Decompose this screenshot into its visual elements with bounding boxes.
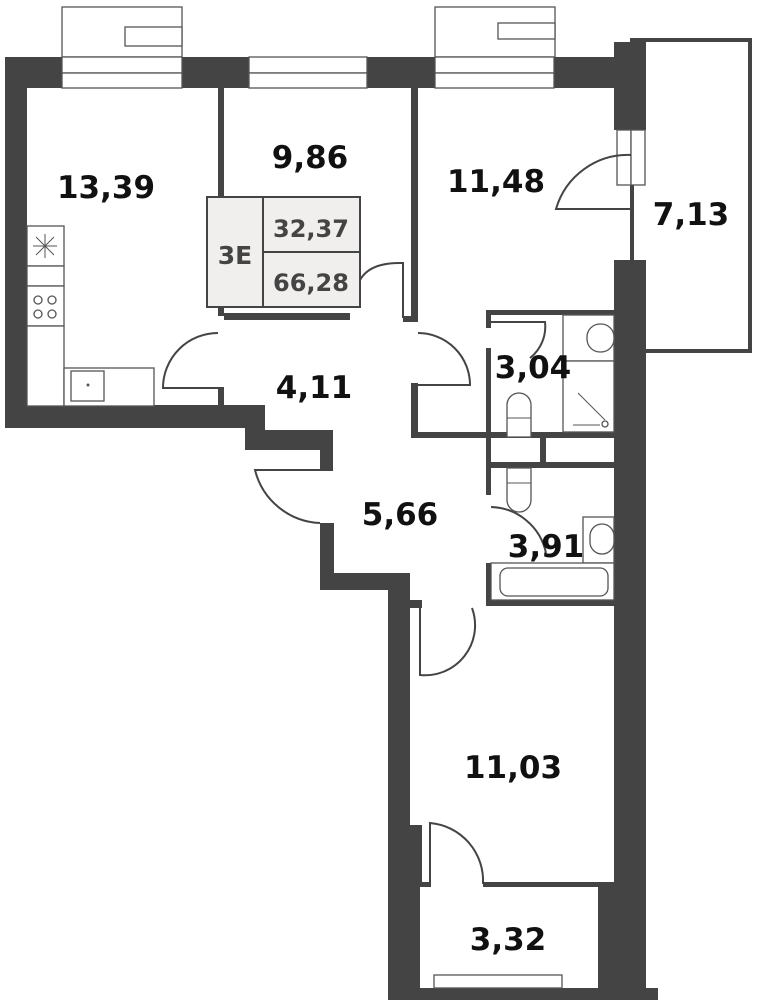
- total-area-value: 66,28: [273, 269, 349, 297]
- room-area-corridor: 5,66: [362, 497, 439, 533]
- kitchen-fixtures: [26, 225, 155, 407]
- window-sill-left: [61, 6, 183, 58]
- living-area-value: 32,37: [273, 215, 349, 243]
- bathroom-fixtures: [490, 314, 615, 601]
- room-area-hall: 4,11: [276, 370, 353, 406]
- room-area-kitchen: 13,39: [57, 170, 155, 206]
- room-area-bedroom-small: 9,86: [272, 140, 349, 176]
- stove-icon: [26, 285, 65, 327]
- room-area-bathroom-1: 3,04: [495, 350, 572, 386]
- apartment-type-code: 3E: [218, 241, 252, 270]
- apartment-legend: 3E 32,37 66,28: [206, 196, 361, 308]
- windows: [61, 56, 646, 989]
- balcony-right-outline: [630, 38, 752, 353]
- window-sill-right: [434, 6, 556, 58]
- room-area-bathroom-2: 3,91: [508, 529, 585, 565]
- doors: [161, 153, 632, 887]
- room-area-bedroom-right: 11,48: [447, 164, 545, 200]
- room-area-balcony-bottom: 3,32: [470, 922, 547, 958]
- room-area-bedroom-bottom: 11,03: [464, 750, 562, 786]
- room-labels: 13,39 9,86 11,48 7,13 4,11 3,04 5,66 3,9…: [57, 140, 729, 958]
- room-area-balcony-right: 7,13: [653, 197, 730, 233]
